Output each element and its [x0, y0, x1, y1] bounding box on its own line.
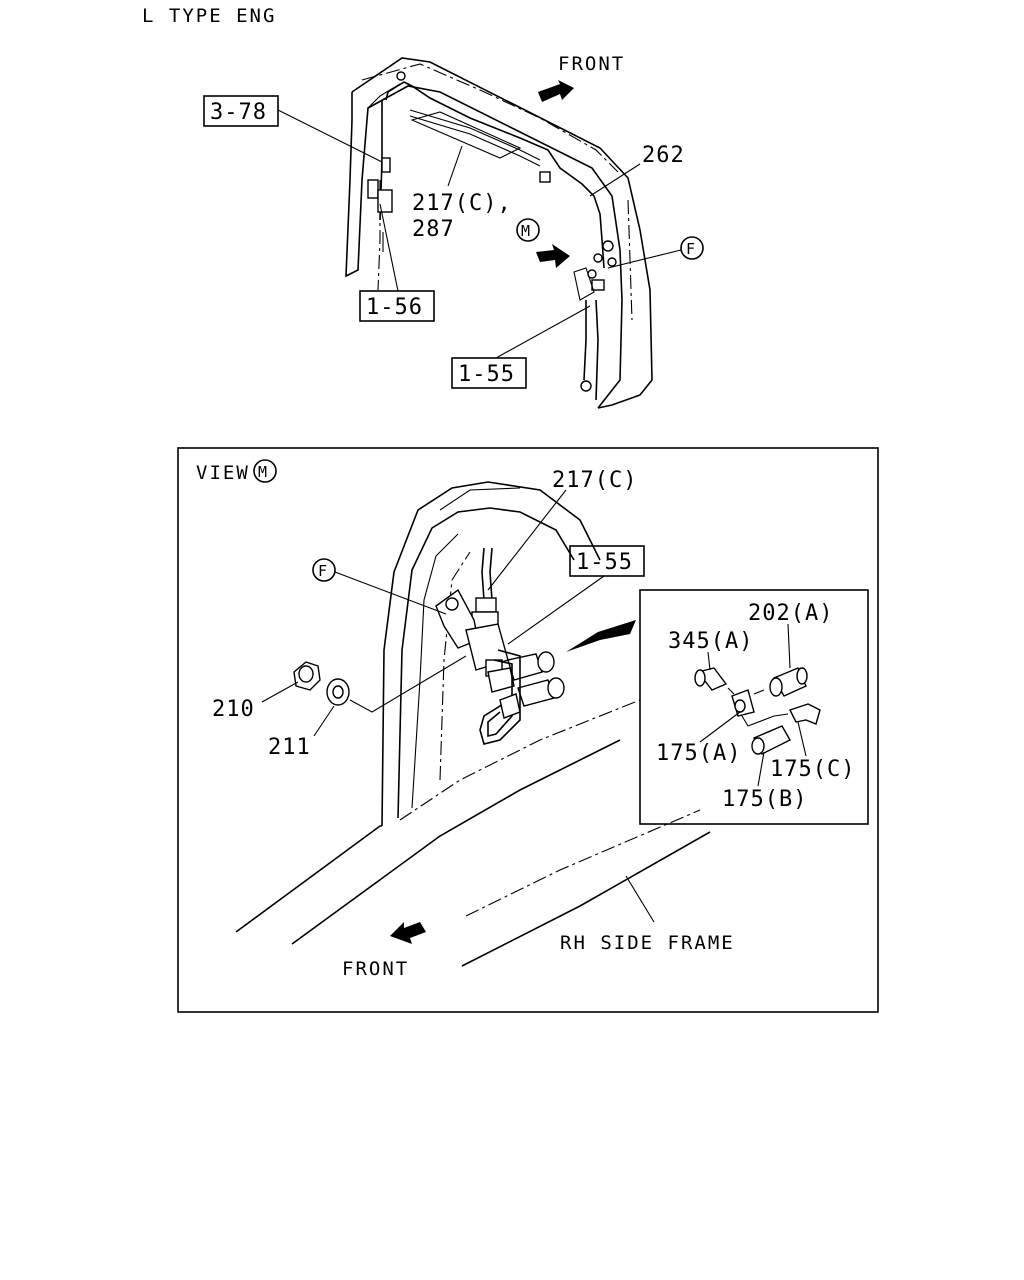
detail-f-marker-view-icon	[312, 558, 336, 582]
part-210[interactable]: 210	[212, 697, 255, 722]
part-175c[interactable]: 175(C)	[770, 757, 855, 782]
view-m-detail-marker-icon	[253, 459, 277, 483]
ref-box-1-56	[359, 290, 435, 322]
part-217c-top[interactable]: 217(C),	[412, 191, 512, 216]
part-262[interactable]: 262	[642, 143, 685, 168]
inset-pointer-icon	[566, 620, 636, 652]
detail-frame-illustration	[235, 481, 711, 967]
svg-text:M: M	[521, 222, 530, 240]
svg-text:F: F	[686, 240, 695, 258]
ref-1-55-top[interactable]: 1-55	[458, 362, 515, 387]
view-label: VIEW	[196, 462, 250, 484]
inset-detail-box	[639, 589, 869, 825]
part-175a[interactable]: 175(A)	[656, 741, 741, 766]
part-202a[interactable]: 202(A)	[748, 601, 833, 626]
view-m-marker-icon	[516, 218, 540, 242]
detail-view-frame	[177, 447, 879, 1013]
ref-1-55-detail[interactable]: 1-55	[576, 550, 633, 575]
front-arrow-detail-icon	[390, 922, 426, 944]
front-arrow-top-icon	[538, 80, 574, 102]
part-287[interactable]: 287	[412, 217, 455, 242]
top-frame-illustration	[345, 57, 653, 409]
rh-side-frame-label: RH SIDE FRAME	[560, 932, 735, 954]
washer-211-icon	[326, 678, 350, 706]
ref-3-78[interactable]: 3-78	[210, 100, 267, 125]
front-label-detail: FRONT	[342, 958, 409, 980]
svg-text:F: F	[318, 562, 327, 580]
ref-box-1-55-top	[451, 357, 527, 389]
detail-f-marker-icon	[680, 236, 704, 260]
front-label-top: FRONT	[558, 53, 625, 75]
part-175b[interactable]: 175(B)	[722, 787, 807, 812]
svg-text:M: M	[258, 463, 267, 481]
part-217c-detail[interactable]: 217(C)	[552, 468, 637, 493]
nut-210-icon	[293, 661, 321, 691]
part-211[interactable]: 211	[268, 735, 311, 760]
inset-fittings-illustration	[694, 667, 821, 755]
part-345a[interactable]: 345(A)	[668, 629, 753, 654]
ref-1-56[interactable]: 1-56	[366, 295, 423, 320]
engine-type-title: L TYPE ENG	[142, 5, 276, 27]
ref-box-3-78	[203, 95, 279, 127]
ref-box-1-55-detail	[569, 545, 645, 577]
view-m-arrow-icon	[536, 244, 570, 268]
